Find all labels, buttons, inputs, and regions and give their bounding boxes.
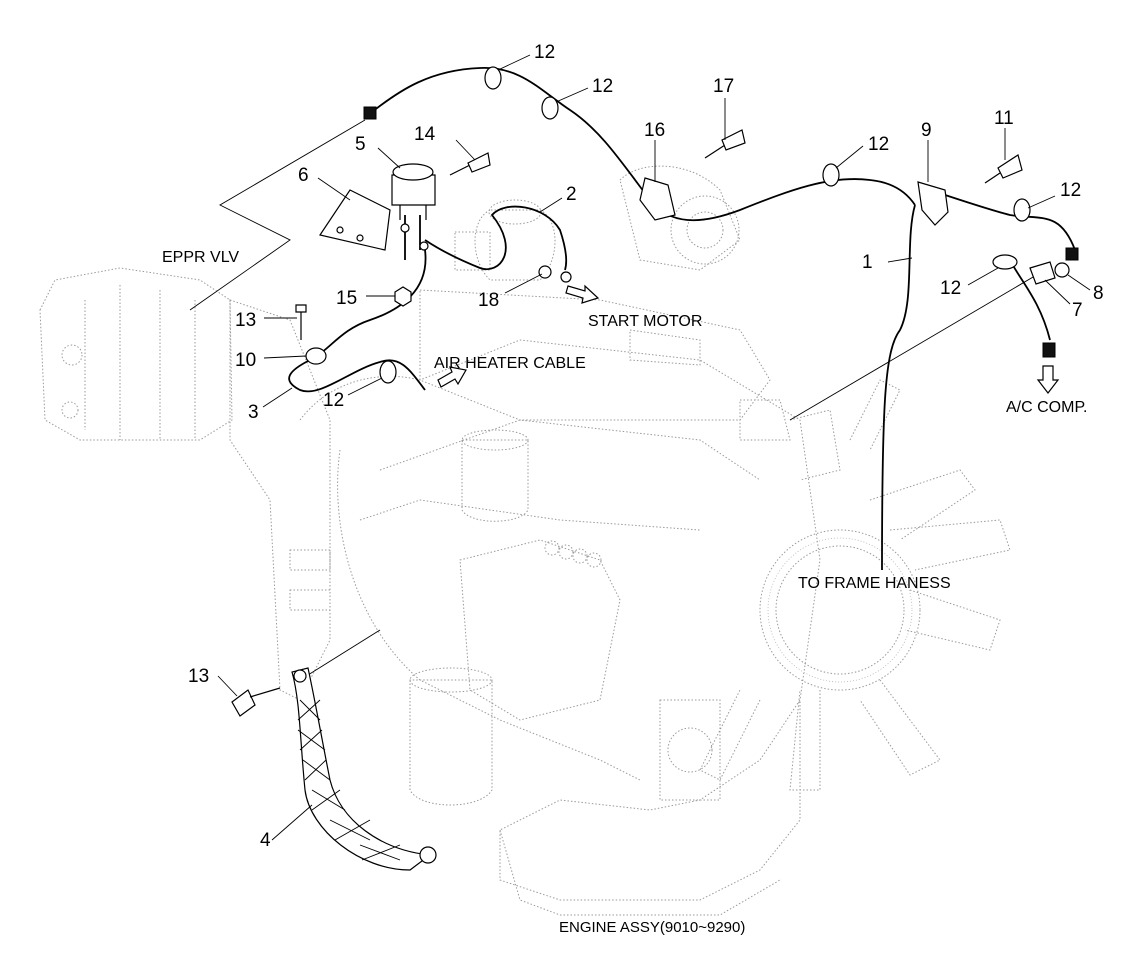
callout-16: 16 <box>644 120 665 141</box>
arrow-air-heater <box>437 366 467 388</box>
bolt-11 <box>984 154 1023 184</box>
callout-12-a: 12 <box>534 42 555 63</box>
bracket-9 <box>917 181 949 226</box>
callout-leaders <box>217 54 1091 841</box>
label-start-motor: START MOTOR <box>588 313 702 330</box>
callout-12-b: 12 <box>592 76 613 97</box>
text-labels: EPPR VLV START MOTOR AIR HEATER CABLE TO… <box>162 249 1088 936</box>
callout-1: 1 <box>862 252 873 273</box>
callout-2: 2 <box>566 184 577 205</box>
clamp-12-a <box>484 66 502 90</box>
callout-13-upper: 13 <box>235 310 256 331</box>
callout-8: 8 <box>1093 283 1104 304</box>
arrow-start-motor <box>565 284 600 304</box>
bracket-16 <box>639 177 676 221</box>
bracket <box>319 189 391 251</box>
grommet-10 <box>305 347 327 365</box>
parts <box>231 66 1079 871</box>
eppr-valve <box>391 163 436 251</box>
bolt-13-upper <box>295 304 307 340</box>
arrow-ac-comp <box>1036 365 1060 394</box>
callout-18: 18 <box>478 290 499 311</box>
diagram-caption: ENGINE ASSY(9010~9290) <box>559 919 745 936</box>
clamp-12-b <box>541 96 559 120</box>
label-air-heater-cable: AIR HEATER CABLE <box>434 355 586 372</box>
ground-strap <box>291 667 437 871</box>
sensor-7 <box>1029 261 1056 285</box>
terminal-18 <box>538 265 552 279</box>
nut-15 <box>394 286 412 307</box>
connector-ac-upper <box>1065 247 1079 261</box>
callout-17: 17 <box>713 76 734 97</box>
terminal-2-end <box>560 271 572 283</box>
connector-eppr <box>363 106 377 120</box>
bolt-17 <box>704 129 746 159</box>
label-to-frame-harness: TO FRAME HANESS <box>798 575 951 592</box>
callout-7: 7 <box>1072 300 1083 321</box>
callout-12-d: 12 <box>1060 180 1081 201</box>
callout-14: 14 <box>414 124 436 145</box>
bolt-14 <box>449 152 491 176</box>
clamp-12-f <box>379 360 397 384</box>
engine-harness-wires <box>288 67 1076 571</box>
clamp-12-d <box>1013 198 1031 222</box>
clamp-12-c <box>822 163 840 187</box>
callout-5: 5 <box>355 134 366 155</box>
label-eppr-vlv: EPPR VLV <box>162 249 239 266</box>
o-ring-8 <box>1054 262 1070 278</box>
callout-9: 9 <box>921 120 932 141</box>
callout-12-e: 12 <box>940 278 961 299</box>
engine-assembly-outline <box>39 165 1011 916</box>
bolt-13-lower <box>231 687 281 717</box>
callout-15: 15 <box>336 288 357 309</box>
callout-3: 3 <box>248 402 259 423</box>
callout-4: 4 <box>260 830 271 851</box>
label-ac-comp: A/C COMP. <box>1006 399 1088 416</box>
callout-numbers: 1 2 3 4 5 6 7 8 9 10 11 12 12 12 12 12 1… <box>188 42 1104 851</box>
callout-13-lower: 13 <box>188 666 209 687</box>
callout-10: 10 <box>235 350 256 371</box>
reference-lines <box>189 119 1046 681</box>
callout-6: 6 <box>298 165 309 186</box>
callout-11: 11 <box>994 108 1014 129</box>
connector-ac-lower <box>1042 342 1056 358</box>
callout-12-f: 12 <box>323 390 344 411</box>
clamp-12-e <box>992 254 1018 270</box>
callout-12-c: 12 <box>868 134 889 155</box>
